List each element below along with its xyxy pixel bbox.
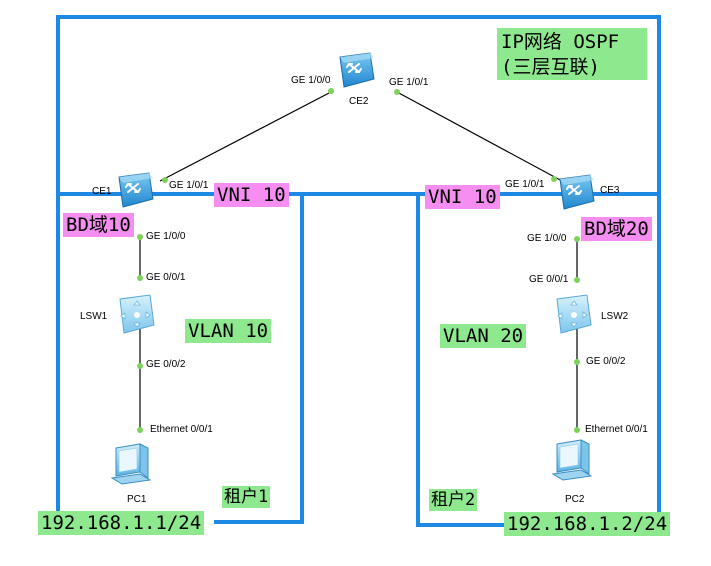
port-label-lsw1-down: GE 0/0/2	[146, 359, 186, 370]
boundary-lines	[56, 15, 661, 527]
bd-domain-tag-right: BD域20	[581, 217, 652, 241]
area-title-line2: (三层互联)	[501, 56, 600, 78]
vni-tag-left: VNI 10	[214, 183, 289, 207]
device-label-ce3: CE3	[600, 185, 620, 196]
links	[139, 91, 578, 430]
access-switch-icon[interactable]	[119, 294, 155, 334]
port-label-lsw2-down: GE 0/0/2	[586, 356, 626, 367]
port-label-pc2-eth: Ethernet 0/0/1	[585, 424, 648, 435]
port-label-lsw2-up: GE 0/0/1	[529, 274, 569, 285]
core-switch-icon[interactable]	[339, 52, 375, 88]
port-label-ce1-up: GE 1/0/1	[169, 180, 209, 191]
port-label-pc1-eth: Ethernet 0/0/1	[150, 424, 213, 435]
device-label-ce2: CE2	[349, 96, 369, 107]
vni-tag-right: VNI 10	[425, 185, 500, 209]
device-label-pc2: PC2	[565, 494, 585, 505]
ip-address-left: 192.168.1.1/24	[38, 511, 205, 535]
vlan-tag-left: VLAN 10	[185, 319, 272, 343]
port-label-ce2-right: GE 1/0/1	[389, 77, 429, 88]
access-switch-icon[interactable]	[556, 294, 592, 334]
port-label-ce1-down: GE 1/0/0	[146, 231, 186, 242]
device-label-lsw1: LSW1	[80, 311, 108, 322]
port-label-ce3-down: GE 1/0/0	[527, 233, 567, 244]
port-label-lsw1-up: GE 0/0/1	[146, 272, 186, 283]
bd-domain-tag-left: BD域10	[63, 213, 134, 237]
device-label-lsw2: LSW2	[601, 311, 629, 322]
pc-icon[interactable]	[552, 439, 592, 481]
vlan-tag-right: VLAN 20	[440, 324, 527, 348]
pc-icon[interactable]	[111, 443, 151, 485]
port-label-ce3-up: GE 1/0/1	[505, 179, 545, 190]
tenant-tag-2: 租户2	[429, 489, 478, 511]
core-switch-icon[interactable]	[559, 174, 595, 210]
port-label-ce2-left: GE 1/0/0	[291, 75, 331, 86]
tenant-tag-1: 租户1	[222, 486, 271, 508]
port-dots	[137, 88, 580, 433]
device-label-ce1: CE1	[92, 186, 112, 197]
area-title-line1: IP网络 OSPF	[501, 31, 620, 53]
core-switch-icon[interactable]	[118, 172, 154, 208]
area-title: IP网络 OSPF (三层互联)	[497, 28, 647, 80]
ip-address-right: 192.168.1.2/24	[504, 512, 671, 536]
device-label-pc1: PC1	[127, 494, 147, 505]
